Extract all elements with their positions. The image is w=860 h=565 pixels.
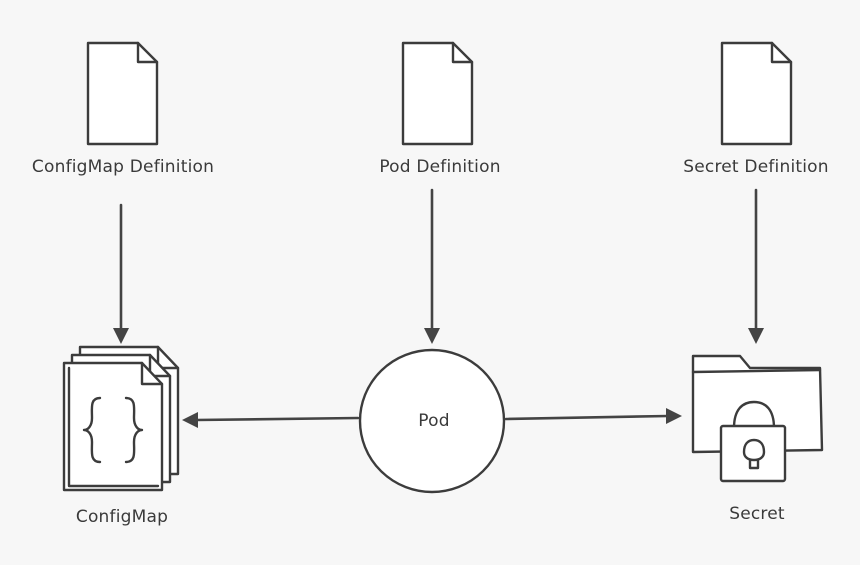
configmap-label: ConfigMap: [75, 507, 169, 527]
secret-label: Secret: [729, 504, 785, 524]
configmap-icon: [62, 345, 180, 492]
arrow-pod-to-secret: [504, 408, 682, 424]
arrow-pod-definition-to-pod: [424, 188, 440, 344]
arrow-pod-to-configmap: [182, 412, 360, 428]
arrow-secret-definition-to-secret: [748, 188, 764, 344]
pod-label: Pod: [418, 411, 450, 431]
secret-definition-label: Secret Definition: [683, 157, 829, 177]
configmap-definition-label: ConfigMap Definition: [31, 157, 215, 177]
arrow-configmap-definition-to-configmap: [113, 203, 129, 344]
configmap-definition-document-icon: [86, 41, 159, 146]
pod-definition-label: Pod Definition: [379, 157, 501, 177]
pod-circle: [358, 348, 506, 494]
pod-definition-document-icon: [401, 41, 474, 146]
secret-folder-lock-icon: [691, 354, 824, 483]
secret-definition-document-icon: [720, 41, 793, 146]
